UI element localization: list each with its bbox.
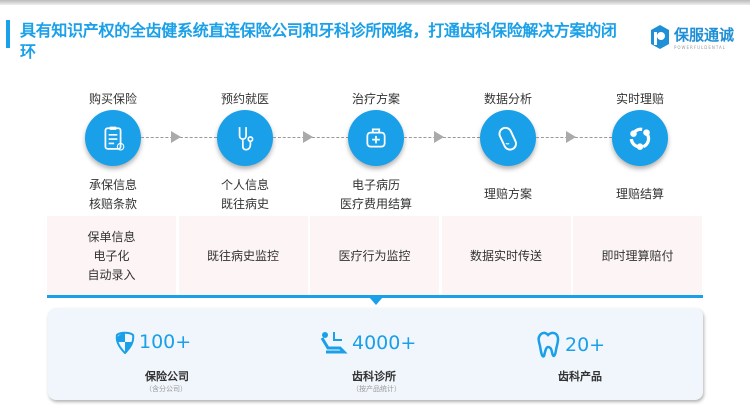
step-description: 理赔方案 <box>443 185 573 204</box>
connector-arrow <box>434 131 444 143</box>
feature-line: 数据实时传送 <box>469 248 542 263</box>
divider-line <box>47 295 703 298</box>
stat-value: 20+ <box>565 334 606 356</box>
logo-icon <box>651 25 669 49</box>
step-icon-circle <box>480 110 536 166</box>
stat-insurers: 100+ <box>115 330 191 354</box>
stat-value: 4000+ <box>352 332 417 354</box>
divider-arrow <box>369 297 383 305</box>
feature-cell: 既往病史监控 <box>178 216 308 296</box>
page-title: 具有知识产权的全齿健系统直连保险公司和牙科诊所网络，打通齿科保险解决方案的闭环 <box>20 21 617 61</box>
step-description: 个人信息既往病史 <box>180 176 310 214</box>
stat-note: （含分公司） <box>145 385 187 393</box>
step-label: 治疗方案 <box>351 92 400 106</box>
step-desc-line: 承保信息 <box>88 178 137 192</box>
feature-cell: 数据实时传送 <box>441 216 571 296</box>
tooth-icon <box>537 331 560 358</box>
stat-label: 齿科诊所 <box>352 370 396 383</box>
logo-text: 保服通诚 <box>674 26 735 44</box>
dental-chair-icon <box>320 332 348 354</box>
step-desc-line: 理赔结算 <box>615 187 664 201</box>
stat-value: 100+ <box>139 331 192 353</box>
step-desc-line: 既往病史 <box>220 197 269 211</box>
feature-line: 保单信息 <box>87 229 136 244</box>
step-desc-line: 医疗费用结算 <box>339 197 412 211</box>
step-icon-circle <box>217 110 273 166</box>
stat-note: （按产品统计） <box>352 385 401 393</box>
stat-products: 20+ <box>535 330 605 360</box>
logo-subtext: POWERFULDENTAL <box>674 45 726 50</box>
stats-panel <box>48 308 703 400</box>
stat-label: 齿科产品 <box>558 370 602 383</box>
share-network-icon <box>629 127 651 150</box>
step-label: 实时理赔 <box>615 92 664 106</box>
step-desc-line: 个人信息 <box>220 178 269 192</box>
step-label: 购买保险 <box>88 92 137 106</box>
feature-cell: 医疗行为监控 <box>310 216 439 296</box>
feature-cell: 保单信息电子化自动录入 <box>47 216 176 296</box>
top-bar <box>0 0 750 5</box>
step-label: 数据分析 <box>483 92 532 106</box>
title-accent-bar <box>6 20 10 48</box>
step-icon-circle <box>612 110 668 166</box>
step-icon-circle <box>85 110 141 166</box>
connector-arrow <box>171 131 181 143</box>
step-description: 承保信息核赔条款 <box>48 176 178 214</box>
step-desc-line: 核赔条款 <box>88 197 137 211</box>
feature-cell: 即时理算赔付 <box>573 216 702 296</box>
step-description: 理赔结算 <box>575 185 705 204</box>
step-desc-line: 电子病历 <box>351 178 400 192</box>
step-label: 预约就医 <box>220 92 269 106</box>
feature-line: 自动录入 <box>87 267 136 282</box>
pill-icon <box>498 126 517 151</box>
clipboard-icon <box>104 126 125 151</box>
stat-label: 保险公司 <box>145 370 189 383</box>
shield-icon <box>115 331 135 354</box>
feature-line: 医疗行为监控 <box>338 248 411 263</box>
step-description: 电子病历医疗费用结算 <box>311 176 441 214</box>
stat-clinics: 4000+ <box>320 330 416 356</box>
stethoscope-icon <box>238 127 254 151</box>
feature-line: 即时理算赔付 <box>601 248 674 263</box>
connector-arrow <box>566 131 576 143</box>
feature-line: 电子化 <box>93 248 130 263</box>
connector-arrow <box>303 131 313 143</box>
medical-kit-icon <box>366 128 386 148</box>
step-icon-circle <box>348 110 404 166</box>
step-desc-line: 理赔方案 <box>483 187 532 201</box>
feature-line: 既往病史监控 <box>206 248 279 263</box>
